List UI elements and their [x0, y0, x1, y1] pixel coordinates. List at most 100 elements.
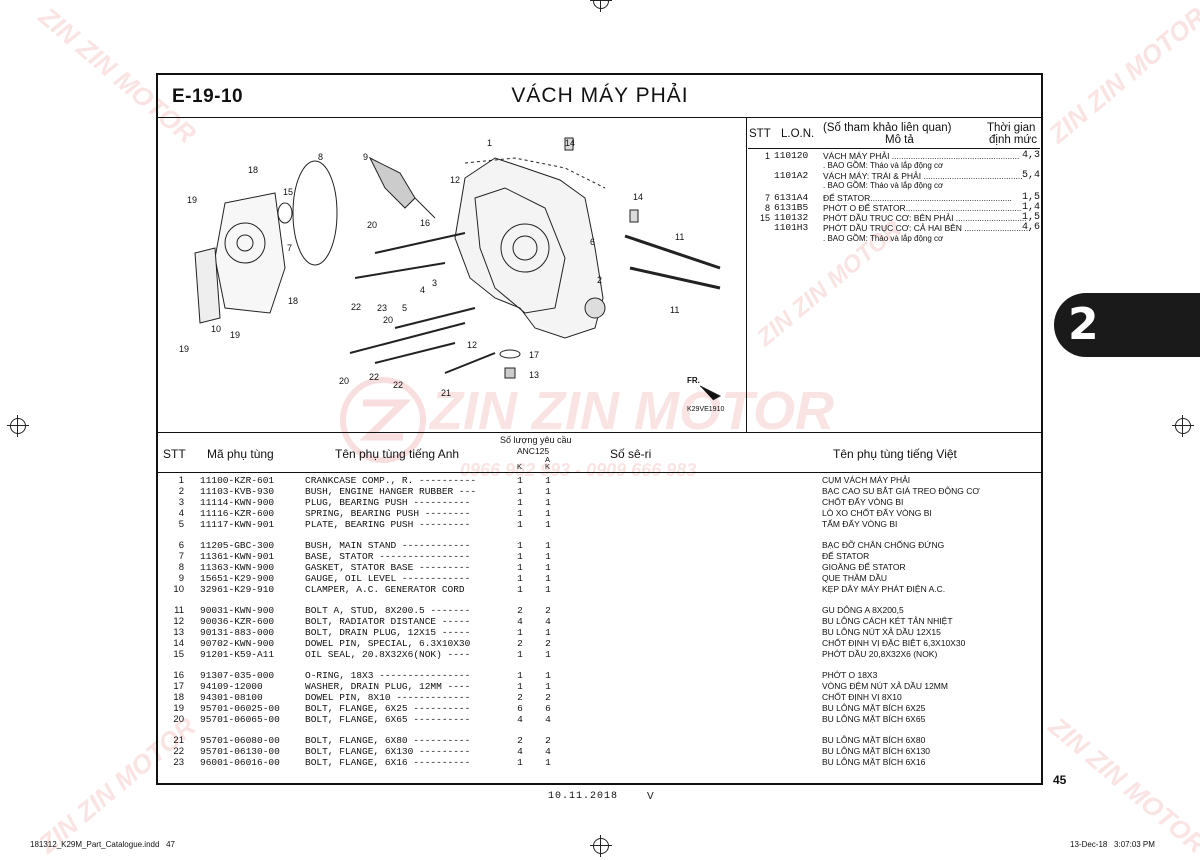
- parts-header-name-en: Tên phụ tùng tiếng Anh: [335, 447, 460, 461]
- callout-2: 2: [597, 275, 602, 285]
- ref-header-desc-2: Mô tả: [885, 134, 914, 146]
- ref-header-stt: STT: [749, 128, 771, 140]
- registration-mark-left: [7, 415, 29, 437]
- callout-5: 5: [402, 303, 407, 313]
- diagram-bottom-divider: [158, 432, 1041, 433]
- parts-header-qty: Số lượng yêu cầu: [500, 435, 572, 445]
- registration-mark-top: [590, 0, 612, 12]
- callout-10: 10: [211, 324, 221, 334]
- callout-18a: 18: [248, 165, 258, 175]
- callout-12b: 12: [467, 340, 477, 350]
- parts-header-col-k: K: [517, 462, 523, 471]
- callout-19a: 19: [187, 195, 197, 205]
- figure-code: K29VE1910: [687, 406, 724, 413]
- callout-11b: 11: [670, 305, 679, 315]
- exploded-parts-diagram: 1 14 8 9 12 18 15 19 16 20 7 14 6 11 4 3…: [179, 137, 724, 413]
- callout-23: 23: [377, 303, 387, 313]
- callout-20a: 20: [367, 220, 377, 230]
- parts-header-col-ka: K: [545, 462, 551, 471]
- ref-header-time-1: Thời gian: [987, 122, 1036, 134]
- callout-22c: 22: [393, 380, 403, 390]
- chapter-tab: 2: [1054, 293, 1200, 357]
- registration-mark-bottom: [590, 835, 612, 857]
- callout-17: 17: [529, 350, 539, 360]
- callout-22b: 22: [369, 372, 379, 382]
- callout-9: 9: [363, 152, 368, 162]
- title-divider: [158, 117, 1041, 118]
- print-version: V: [647, 791, 654, 802]
- callout-11a: 11: [675, 232, 684, 242]
- ref-header-desc-1: (Số tham khảo liên quan): [823, 122, 952, 134]
- callout-20b: 20: [383, 315, 393, 325]
- callout-3: 3: [432, 278, 437, 288]
- callout-4: 4: [420, 285, 425, 295]
- watermark-badge-icon: [340, 377, 426, 463]
- callout-14b: 14: [633, 192, 643, 202]
- callout-14a: 14: [565, 138, 575, 148]
- print-date: 10.11.2018: [548, 791, 619, 802]
- parts-header-col-a: A: [545, 455, 551, 464]
- diagram-divider: [746, 117, 747, 432]
- footer-time: 13-Dec-18 3:07:03 PM: [1070, 840, 1155, 849]
- watermark-logo-center: ZIN ZIN MOTOR: [430, 381, 834, 441]
- parts-header-serial: Số sê-ri: [610, 447, 652, 461]
- callout-16: 16: [420, 218, 430, 228]
- chapter-tab-number: 2: [1068, 299, 1099, 350]
- callout-21: 21: [441, 388, 451, 398]
- callout-8: 8: [318, 152, 323, 162]
- callout-22a: 22: [351, 302, 361, 312]
- ref-header-time-2: định mức: [989, 134, 1037, 146]
- page-number: 45: [1053, 773, 1067, 787]
- footer-file: 181312_K29M_Part_Catalogue.indd 47: [30, 840, 175, 849]
- callout-12a: 12: [450, 175, 460, 185]
- ref-header-lon: L.O.N.: [781, 128, 815, 140]
- callout-18b: 18: [288, 296, 298, 306]
- callout-20c: 20: [339, 376, 349, 386]
- parts-header-divider: [158, 472, 1041, 473]
- callout-19b: 19: [230, 330, 240, 340]
- callout-1: 1: [487, 138, 492, 148]
- callout-15: 15: [283, 187, 293, 197]
- watermark-logo-bottomright: ZIN ZIN MOTOR: [1043, 711, 1200, 860]
- ref-header-divider: [748, 148, 1040, 149]
- parts-header-name-vn: Tên phụ tùng tiếng Việt: [833, 447, 957, 461]
- callout-19c: 19: [179, 344, 189, 354]
- watermark-phone-center: 0966 962 993 - 0909 666 983: [460, 460, 697, 480]
- ref-note: . BAO GỒM: Tháo và lắp động cơ: [823, 161, 944, 170]
- parts-header-model: ANC125: [517, 446, 550, 456]
- parts-header-stt: STT: [163, 447, 186, 461]
- front-label: FR.: [687, 376, 700, 385]
- catalogue-frame: [156, 73, 1043, 785]
- callout-6: 6: [590, 237, 595, 247]
- ref-note: . BAO GỒM: Tháo và lắp động cơ: [823, 234, 944, 243]
- callout-13: 13: [529, 370, 539, 380]
- parts-header-part-no: Mã phụ tùng: [207, 447, 274, 461]
- page-code: E-19-10: [172, 86, 244, 107]
- ref-note: . BAO GỒM: Tháo và lắp động cơ: [823, 181, 944, 190]
- registration-mark-right: [1172, 415, 1194, 437]
- page-title: VÁCH MÁY PHẢI: [511, 84, 689, 107]
- callout-7: 7: [287, 243, 292, 253]
